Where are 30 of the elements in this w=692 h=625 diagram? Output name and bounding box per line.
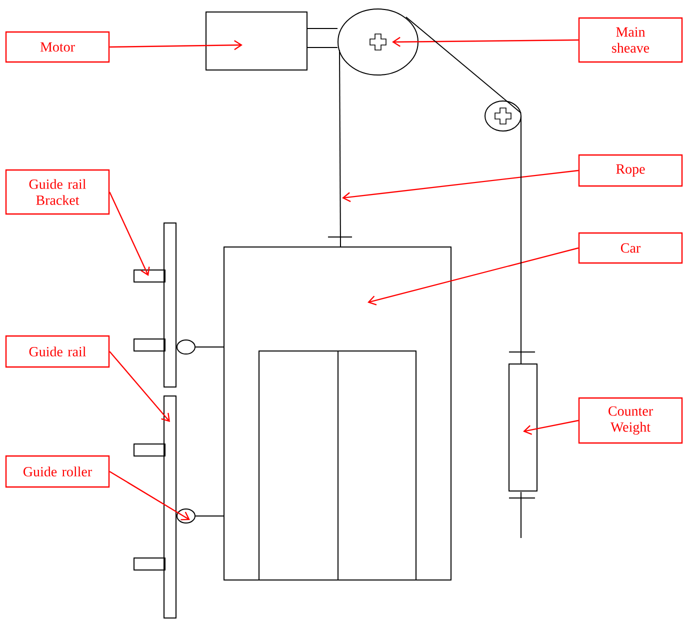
label-box: Main sheave	[578, 17, 683, 63]
rope	[339, 50, 341, 247]
pulley-wheel	[484, 100, 522, 132]
guide-rail	[164, 396, 176, 618]
main-sheave	[338, 8, 418, 76]
rope	[520, 116, 522, 364]
motor-block	[206, 12, 308, 70]
guide-roller	[176, 508, 196, 524]
label-box: Car	[578, 232, 683, 264]
rail-bracket	[134, 270, 166, 282]
label-box: Guide roller	[5, 455, 110, 488]
label-box: Guide rail Bracket	[5, 169, 110, 215]
guide-roller	[176, 340, 196, 354]
leader-line	[392, 36, 578, 47]
leader-line	[109, 471, 190, 520]
leader-line	[109, 192, 150, 276]
leader-line	[110, 40, 242, 50]
motor-shaft	[308, 28, 338, 48]
label-box: Counter Weight	[578, 397, 683, 444]
leader-line	[523, 420, 579, 435]
leader-line	[109, 351, 170, 422]
leader-line	[368, 247, 579, 306]
label-box: Guide rail	[5, 335, 110, 368]
roller-arm	[195, 346, 224, 348]
counterweight	[508, 364, 538, 492]
leader-line	[342, 170, 578, 202]
label-box: Motor	[5, 31, 110, 63]
label-box: Rope	[578, 154, 683, 187]
rope	[406, 16, 522, 114]
elevator-car	[224, 246, 452, 580]
